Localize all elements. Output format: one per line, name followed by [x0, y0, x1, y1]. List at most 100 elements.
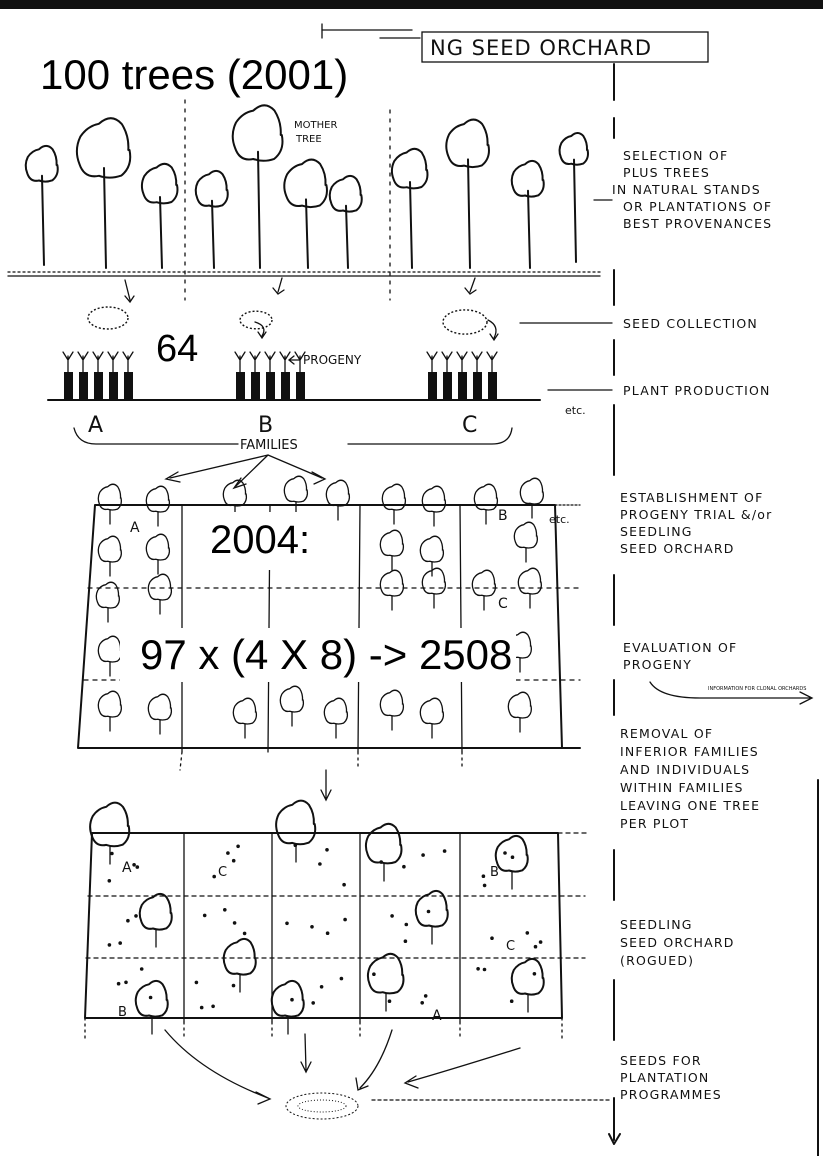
step-seed-collection: SEED COLLECTION	[623, 316, 758, 331]
trial-tree	[420, 536, 443, 562]
svg-text:B: B	[498, 508, 508, 524]
svg-text:A: A	[130, 520, 140, 536]
seedling-pot	[251, 372, 260, 399]
removed-tree-mark	[533, 972, 537, 976]
trial-tree	[98, 691, 121, 717]
seedling-pot	[281, 372, 290, 399]
trial-tree	[472, 570, 495, 596]
removed-tree-mark	[372, 972, 376, 976]
removed-tree-mark	[325, 848, 329, 852]
stand-tree-trunk	[258, 152, 260, 268]
removed-tree-mark	[311, 1001, 315, 1005]
trial-tree	[520, 478, 543, 504]
formula-annotation: 97 x (4 X 8) -> 2508	[120, 628, 516, 682]
step-establishment: ESTABLISHMENT OF PROGENY TRIAL &/or SEED…	[620, 490, 778, 556]
removed-tree-mark	[110, 852, 114, 856]
step-selection: SELECTION OF PLUS TREES IN NATURAL STAND…	[612, 148, 777, 231]
orchard-tree	[272, 981, 304, 1017]
seedling-stem	[427, 352, 437, 372]
svg-text:B: B	[490, 865, 499, 880]
progeny-label: PROGENY	[303, 353, 362, 367]
trial-tree	[382, 484, 405, 510]
stand-tree-trunk	[306, 199, 308, 268]
removed-tree-mark	[490, 936, 494, 940]
svg-text:B: B	[118, 1005, 127, 1020]
stand-tree-trunk	[104, 168, 106, 268]
removed-tree-mark	[526, 931, 530, 935]
orchard-tree	[496, 836, 528, 872]
seedling-pot	[296, 372, 305, 399]
seedling-stem	[63, 352, 73, 372]
svg-text:A: A	[122, 860, 132, 876]
seedling-stem	[93, 352, 103, 372]
orchard-tree	[90, 803, 129, 847]
seed-pile	[88, 307, 128, 329]
removed-tree-mark	[233, 921, 237, 925]
stand-tree-trunk	[528, 191, 530, 268]
removed-tree-mark	[320, 985, 324, 989]
seedling-stem	[250, 352, 260, 372]
removed-tree-mark	[390, 914, 394, 918]
orchard-tree	[366, 824, 402, 864]
removed-tree-mark	[108, 879, 112, 883]
family-a-label: A	[88, 413, 103, 438]
seedling-pot	[236, 372, 245, 399]
removed-tree-mark	[511, 855, 515, 859]
stand-tree-trunk	[410, 182, 412, 268]
trial-tree	[148, 574, 171, 600]
trial-tree	[98, 484, 121, 510]
removed-tree-mark	[200, 1006, 204, 1010]
removed-tree-mark	[421, 853, 425, 857]
stand-tree-trunk	[346, 206, 348, 268]
trial-tree	[223, 480, 246, 506]
trial-tree	[146, 486, 169, 512]
removed-tree-mark	[388, 999, 392, 1003]
orchard-tree	[224, 939, 256, 975]
removed-tree-mark	[211, 1005, 215, 1009]
removed-tree-mark	[318, 862, 322, 866]
svg-text:C: C	[218, 865, 227, 880]
removed-tree-mark	[294, 843, 298, 847]
removed-tree-mark	[236, 845, 240, 849]
removed-tree-mark	[310, 925, 314, 929]
seed-pile	[240, 311, 272, 329]
mother-tree-label: MOTHER	[294, 120, 337, 131]
trial-tree	[96, 582, 119, 608]
seedling-pot	[443, 372, 452, 399]
removed-tree-mark	[483, 968, 487, 972]
removed-tree-mark	[124, 981, 128, 985]
removed-tree-mark	[223, 908, 227, 912]
svg-text:etc.: etc.	[549, 513, 570, 526]
removed-tree-mark	[149, 996, 153, 1000]
seedling-pot	[488, 372, 497, 399]
removed-tree-mark	[482, 874, 486, 878]
trial-tree	[233, 698, 256, 724]
trees-2001-annotation: 100 trees (2001)	[40, 54, 348, 96]
seedling-stem	[265, 352, 275, 372]
removed-tree-mark	[405, 923, 409, 927]
trial-tree	[284, 476, 307, 502]
seedling-stem	[123, 352, 133, 372]
family-c-label: C	[462, 413, 477, 438]
removed-tree-mark	[379, 860, 383, 864]
removed-tree-mark	[424, 994, 428, 998]
removed-tree-mark	[136, 865, 140, 869]
trial-tree	[474, 484, 497, 510]
removed-tree-mark	[117, 982, 121, 986]
removed-tree-mark	[132, 863, 136, 867]
header-box: NG SEED ORCHARD	[322, 24, 708, 62]
stand-tree-trunk	[42, 176, 44, 265]
step-rogued-orchard: SEEDLING SEED ORCHARD (ROGUED)	[620, 917, 740, 968]
svg-text:TREE: TREE	[295, 134, 322, 145]
trial-tree	[380, 570, 403, 596]
seedling-stem	[280, 352, 290, 372]
seedling-pot	[458, 372, 467, 399]
seed-pile	[443, 310, 487, 334]
trial-tree	[514, 522, 537, 548]
removed-tree-mark	[212, 875, 216, 879]
removed-tree-mark	[140, 967, 144, 971]
trial-tree	[380, 530, 403, 556]
trial-tree	[422, 486, 445, 512]
stand-tree-trunk	[468, 159, 470, 268]
